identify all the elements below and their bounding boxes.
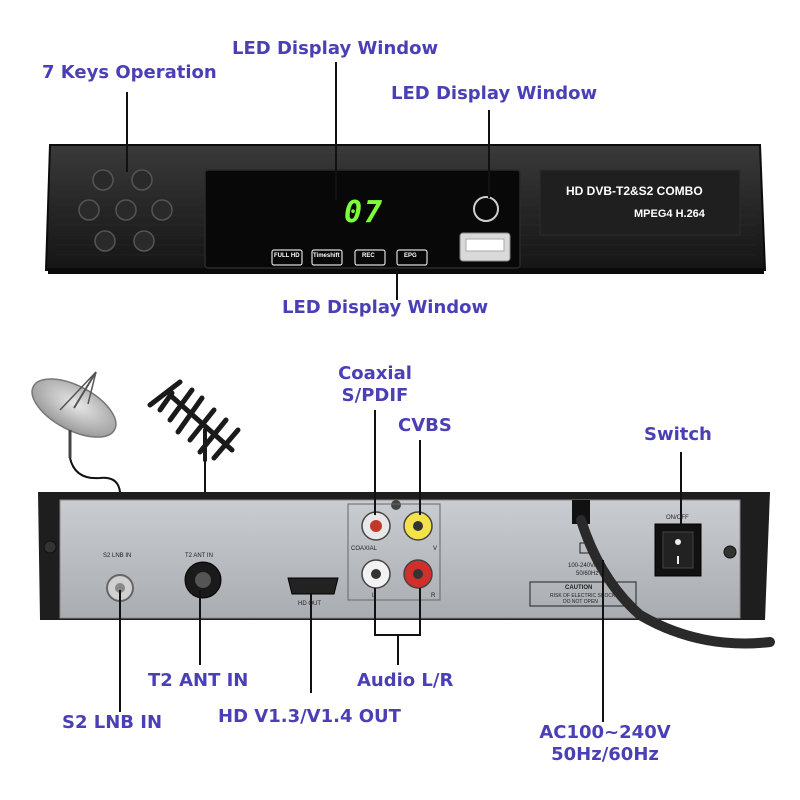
badge-rec: REC [362, 253, 375, 259]
label-cvbs: CVBS [398, 415, 452, 436]
label-coaxial-line2: S/PDIF [341, 385, 409, 406]
front-key [133, 230, 155, 252]
front-key [94, 230, 116, 252]
label-ac-power: AC100~240V 50Hz/60Hz [530, 722, 680, 766]
display-window [204, 169, 521, 269]
rear-caution-text: RISK OF ELECTRIC SHOCK [550, 593, 616, 599]
rear-hd-out-label: HD OUT [298, 601, 321, 607]
label-coaxial: Coaxial S/PDIF [320, 363, 430, 407]
label-s2-lnb-in: S2 LNB IN [62, 712, 163, 733]
label-switch: Switch [644, 424, 712, 445]
front-panel [44, 144, 767, 274]
badge-epg: EPG [404, 253, 417, 259]
front-keys [78, 169, 173, 252]
rear-s2-label: S2 LNB IN [103, 553, 132, 559]
rear-power-freq: 50/60Hz [576, 571, 599, 577]
rear-switch-label: ON/OFF [666, 515, 689, 521]
rear-r-label: R [431, 593, 436, 599]
label-ac-line1: AC100~240V [539, 722, 671, 743]
badge-timeshift: Timeshift [313, 253, 340, 259]
label-ac-line2: 50Hz/60Hz [551, 744, 659, 765]
label-led-top-2: LED Display Window [391, 83, 598, 104]
label-coaxial-line1: Coaxial [338, 363, 412, 384]
label-7-keys: 7 Keys Operation [42, 62, 217, 83]
badge-full-hd: FULL HD [274, 253, 300, 259]
label-led-bottom: LED Display Window [282, 297, 489, 318]
front-key [115, 199, 137, 221]
rear-caution-title: CAUTION [565, 585, 593, 591]
rear-power-rating: 100-240VAC [568, 563, 602, 569]
model-text: HD DVB-T2&S2 COMBO [566, 184, 703, 198]
front-key [131, 169, 153, 191]
usb-logo-icon [473, 196, 499, 222]
rear-coaxial-label: COAXIAL [351, 546, 378, 552]
rear-caution-text2: DO NOT OPEN [563, 599, 598, 605]
label-audio-lr: Audio L/R [357, 670, 454, 691]
label-hd-out: HD V1.3/V1.4 OUT [218, 706, 401, 727]
power-cable [572, 500, 775, 649]
label-t2-ant-in: T2 ANT IN [148, 670, 249, 691]
front-key [151, 199, 173, 221]
hdmi-port [287, 577, 339, 595]
label-led-top-1: LED Display Window [232, 38, 439, 59]
satellite-dish-icon [31, 371, 117, 458]
rear-panel [38, 492, 770, 620]
codec-text: MPEG4 H.264 [634, 208, 705, 220]
rear-l-label: L [372, 593, 376, 599]
tv-antenna-icon [147, 379, 241, 462]
rear-t2-label: T2 ANT IN [185, 553, 213, 559]
front-key [78, 199, 100, 221]
rear-v-label: V [433, 546, 438, 552]
led-digits: 07 [344, 195, 385, 230]
front-key [92, 169, 114, 191]
